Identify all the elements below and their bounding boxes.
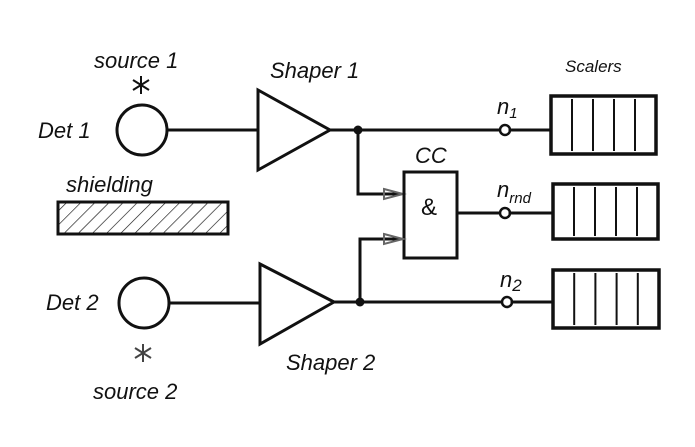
scalers-label: Scalers [565,57,622,76]
source-2-star-icon [134,344,152,362]
detector-2 [117,276,171,330]
det-2-label: Det 2 [46,290,99,315]
shaper-2-label: Shaper 2 [286,350,375,375]
shaper-2-triangle [258,261,338,347]
shaper-1-label: Shaper 1 [270,58,359,83]
nrnd-label: nrnd [497,177,532,207]
n1-label: n1 [497,94,518,122]
cc-input-2-arrow-icon [383,232,407,246]
scaler-n1 [549,94,658,156]
shaper-1-triangle [256,87,334,173]
source-2-label: source 2 [93,379,177,404]
cc-input-1-arrow-icon [383,187,407,201]
source-1-label: source 1 [94,48,178,73]
scalers-group [549,94,661,330]
wire-shaper1-cc [356,128,402,196]
scaler-nrnd [551,182,660,241]
wire-shaper2-cc [358,237,402,304]
cc-label: CC [415,143,447,168]
det-1-label: Det 1 [38,118,91,143]
shielding-block [56,200,230,236]
shielding-label: shielding [66,172,154,197]
scaler-n2 [551,268,661,330]
source-1-star-icon [132,76,150,94]
coincidence-circuit-box [402,170,459,260]
n2-label: n2 [500,267,522,295]
detector-1 [115,103,169,157]
and-symbol: & [421,194,437,221]
